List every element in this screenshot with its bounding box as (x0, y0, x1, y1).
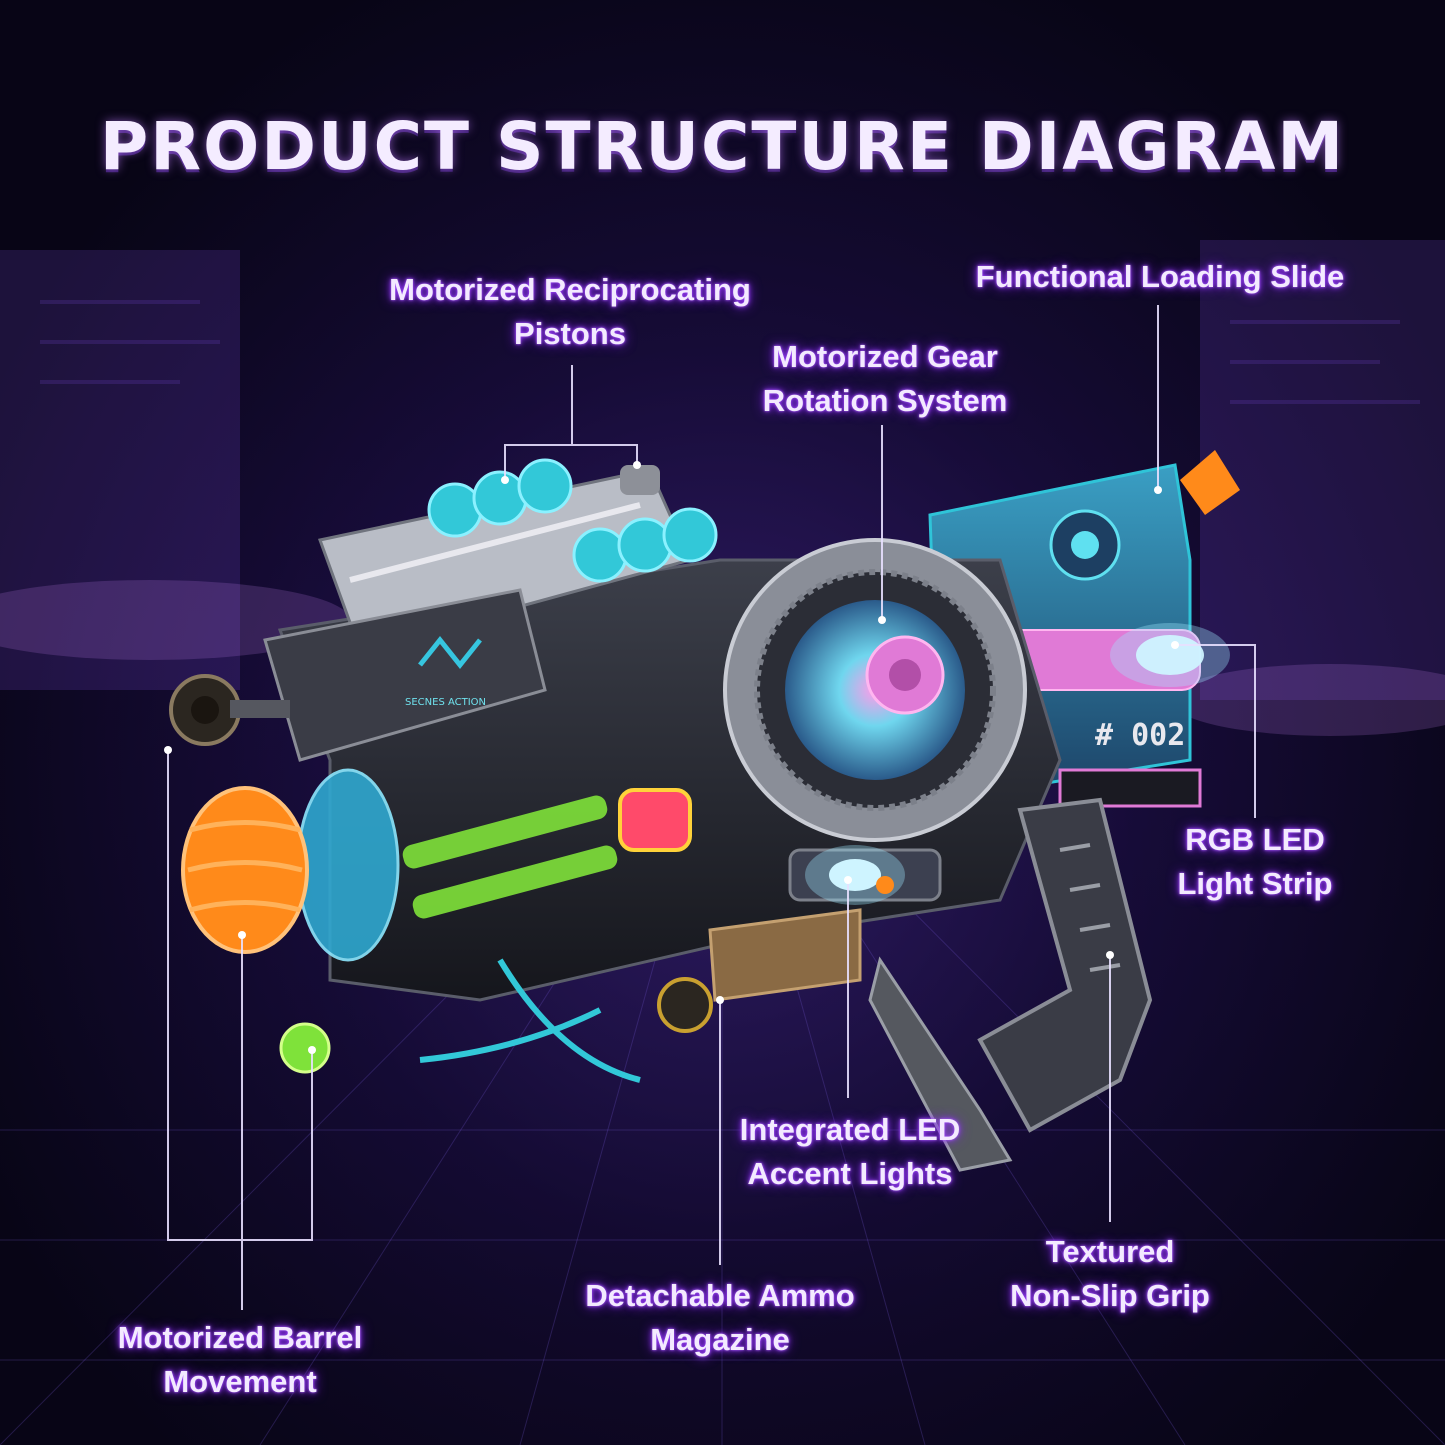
label-pistons: Motorized Reciprocating Pistons (389, 272, 751, 351)
grip-part (868, 797, 1153, 1172)
magazine-part (657, 908, 862, 1033)
label-ammo-magazine: Detachable Ammo Magazine (585, 1278, 855, 1357)
label-loading-slide: Functional Loading Slide (975, 259, 1345, 294)
rgb-led-strip-part (999, 623, 1230, 691)
leader-line-pistons (504, 365, 573, 480)
receiver-part: SECNES ACTION (263, 588, 547, 762)
gear-system-part (723, 538, 1027, 842)
leader-line-pistons-right (572, 444, 638, 465)
leader-line-rgb (1175, 644, 1256, 818)
label-gear-system: Motorized Gear Rotation System (762, 339, 1008, 418)
label-accent-lights: Integrated LED Accent Lights (739, 1112, 961, 1191)
accent-led-part (788, 845, 942, 905)
barrel-part (181, 768, 400, 1074)
model-number-text: # 002 (1095, 718, 1185, 753)
side-tubes-part (402, 788, 692, 1083)
leader-line-barrel-bracket (167, 750, 313, 1241)
pistons-part (318, 458, 718, 652)
label-barrel-movement: Motorized Barrel Movement (117, 1320, 363, 1399)
label-grip: Textured Non-Slip Grip (1010, 1234, 1210, 1313)
label-rgb-strip: RGB LED Light Strip (1177, 822, 1333, 901)
brand-text: SECNES ACTION (405, 697, 486, 708)
page-title: PRODUCT STRUCTURE DIAGRAM (99, 108, 1346, 185)
muzzle-knob-part (169, 674, 290, 746)
